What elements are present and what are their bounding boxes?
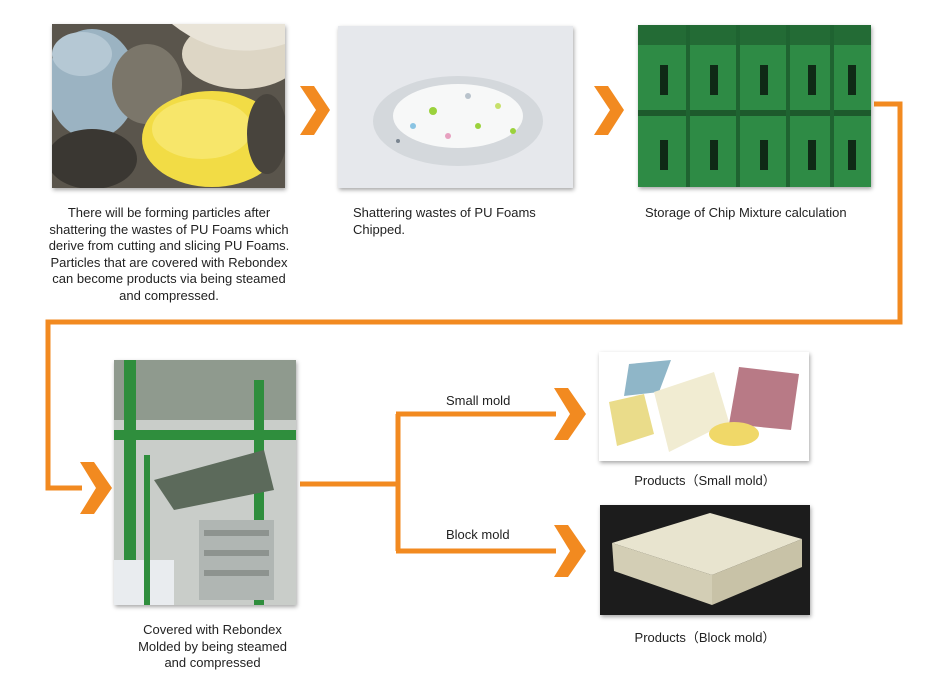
small-mold-label: Small mold xyxy=(446,393,511,408)
step1-caption: There will be forming particles after sh… xyxy=(38,205,300,304)
connector-step3-to-step4 xyxy=(45,101,903,491)
arrow-step2-to-step3 xyxy=(594,86,624,135)
small-mold-products-photo xyxy=(599,352,809,461)
arrow-step1-to-step2 xyxy=(300,86,330,135)
step2-caption-line: Shattering wastes of PU Foams xyxy=(353,205,536,220)
step2-caption: Shattering wastes of PU Foams Chipped. xyxy=(353,205,573,238)
step1-caption-line: can become products via being steamed xyxy=(52,271,286,286)
step2-caption-line: Chipped. xyxy=(353,221,406,237)
step4-caption: Covered with Rebondex Molded by being st… xyxy=(110,622,315,672)
step1-caption-line: shattering the wastes of PU Foams which xyxy=(49,221,289,237)
chipped-foam-photo xyxy=(338,26,573,188)
block-mold-product-photo xyxy=(600,505,810,615)
arrow-into-step4 xyxy=(80,462,112,514)
arrow-to-block-products xyxy=(554,525,586,577)
arrow-to-small-products xyxy=(554,388,586,440)
step1-caption-line: There will be forming particles after xyxy=(67,205,271,220)
step4-caption-line: Covered with Rebondex xyxy=(143,622,282,637)
step1-caption-line: and compressed. xyxy=(119,287,219,303)
green-storage-bins-photo xyxy=(638,25,871,187)
molding-machine-photo xyxy=(114,360,296,605)
foam-waste-bags-photo xyxy=(52,24,285,188)
block-mold-label: Block mold xyxy=(446,527,510,542)
step4-caption-line: Molded by being steamed xyxy=(138,638,287,654)
step3-caption-line: Storage of Chip Mixture calculation xyxy=(645,205,847,220)
step1-caption-line: derive from cutting and slicing PU Foams… xyxy=(48,238,290,253)
step4-caption-line: and compressed xyxy=(164,655,261,670)
block-mold-products-caption: Products（Block mold） xyxy=(634,630,776,645)
small-mold-products-caption: Products（Small mold） xyxy=(634,473,776,488)
step3-caption: Storage of Chip Mixture calculation xyxy=(645,205,885,222)
step1-caption-line: Particles that are covered with Rebondex xyxy=(50,254,288,270)
